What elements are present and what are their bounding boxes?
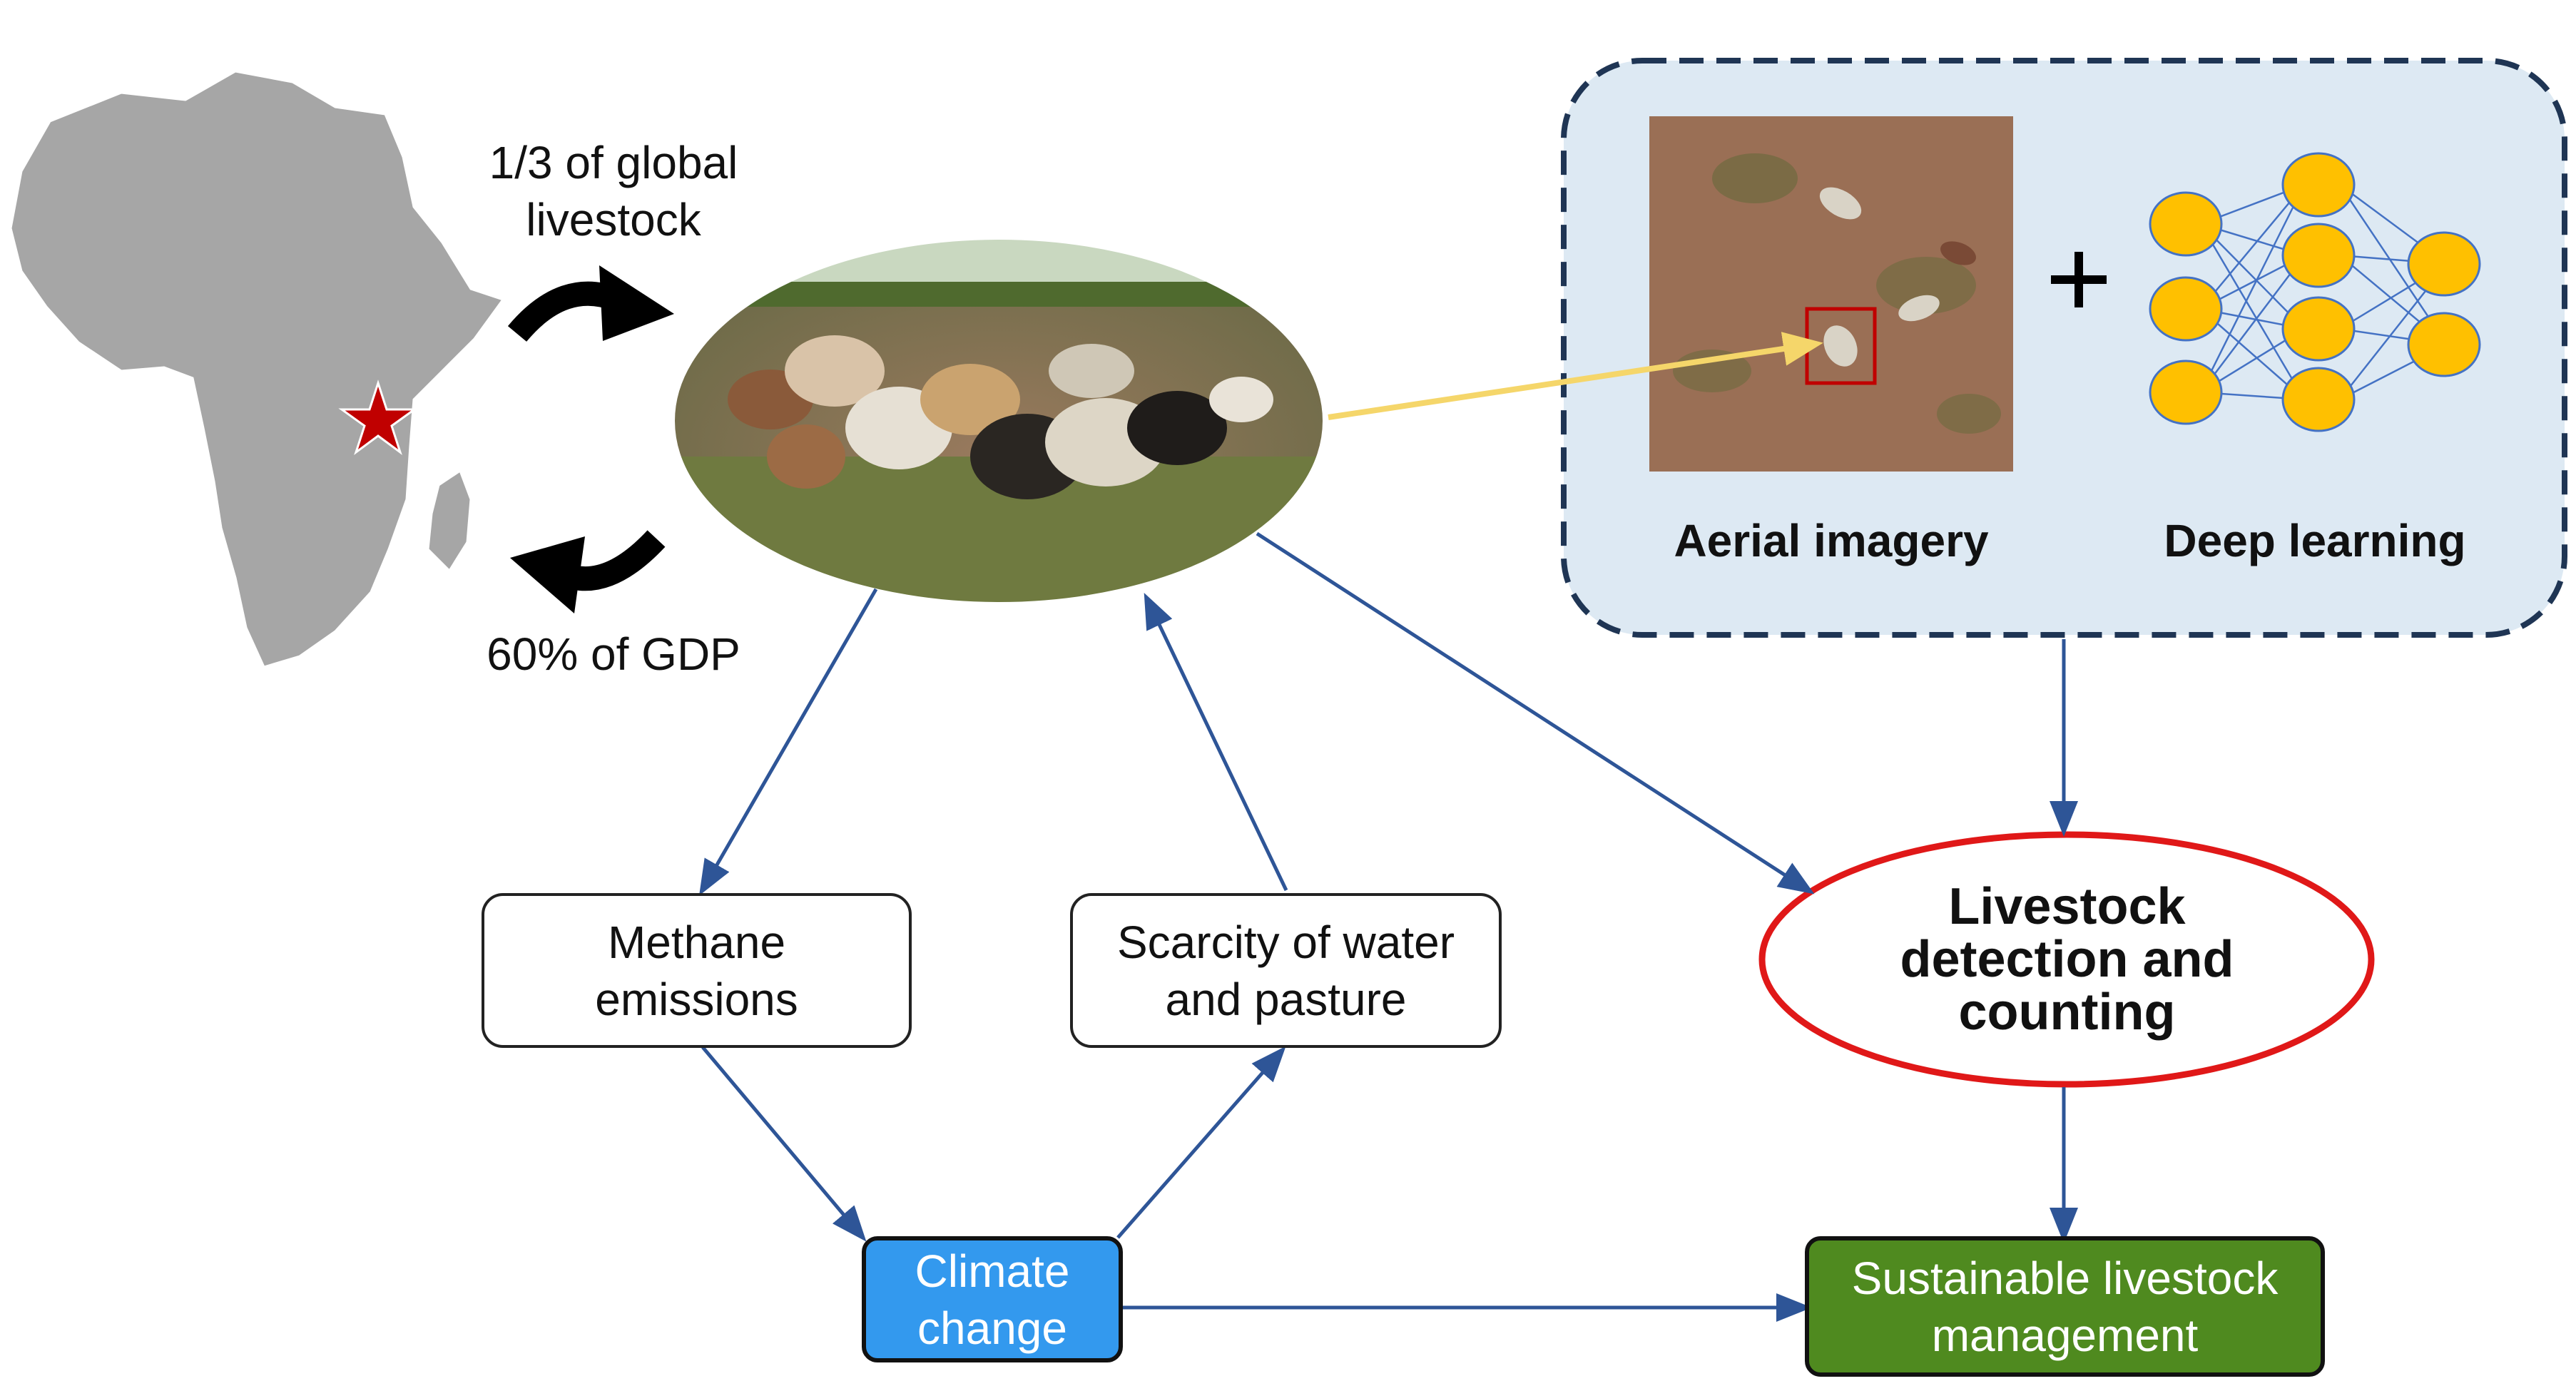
aerial-image bbox=[1649, 116, 2013, 472]
arrow-cattle-to-methane bbox=[699, 588, 878, 896]
arrow-methane-to-climate bbox=[701, 1046, 867, 1242]
aerial-imagery-label: Aerial imagery bbox=[1674, 515, 1989, 566]
africa-map bbox=[9, 70, 505, 668]
arrow-cattle-to-detection bbox=[1256, 531, 1815, 895]
curved-arrow-left-icon bbox=[510, 530, 666, 613]
climate-node: Climate change bbox=[862, 1236, 1123, 1362]
curved-arrow-right-icon bbox=[507, 265, 674, 342]
arrow-scarcity-to-cattle bbox=[1144, 592, 1288, 892]
gdp-label: 60% of GDP bbox=[487, 628, 740, 680]
deep-learning-label: Deep learning bbox=[2164, 515, 2466, 566]
sustainable-node: Sustainable livestock management bbox=[1805, 1236, 2325, 1377]
scarcity-node: Scarcity of water and pasture bbox=[1070, 893, 1502, 1048]
yellow-arrow bbox=[1328, 332, 1823, 420]
madagascar-shape bbox=[427, 469, 472, 573]
arrow-climate-to-scarcity bbox=[1116, 1046, 1286, 1239]
neural-network-icon bbox=[2149, 152, 2481, 432]
detection-node: Livestock detection and counting bbox=[1900, 878, 2234, 1041]
cattle-herd-photo bbox=[674, 239, 1323, 603]
plus-icon bbox=[2051, 252, 2107, 307]
methane-node: Methane emissions bbox=[482, 893, 912, 1048]
global-livestock-label: 1/3 of global livestock bbox=[489, 137, 738, 245]
red-star-icon bbox=[338, 379, 418, 456]
